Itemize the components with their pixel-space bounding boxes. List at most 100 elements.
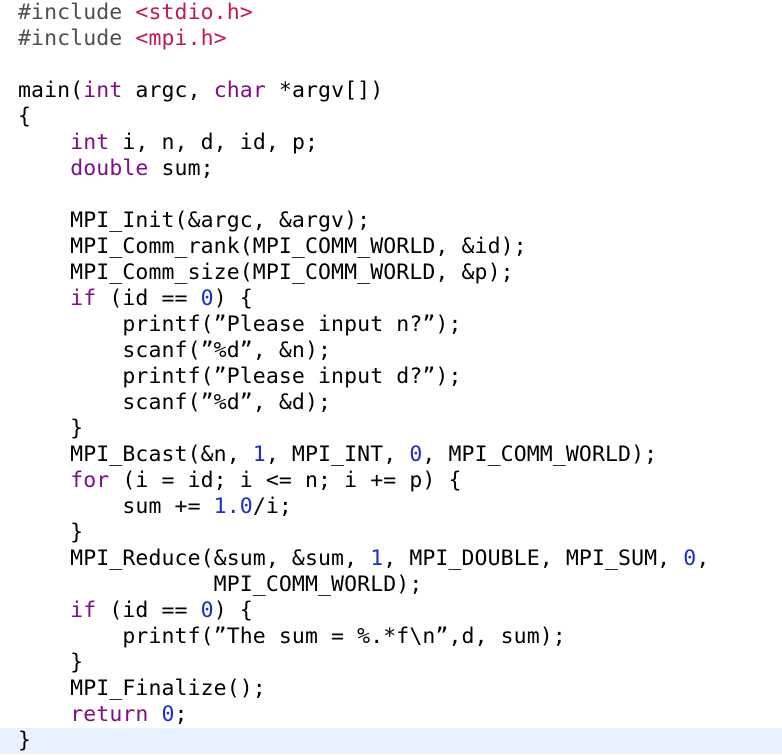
code-line[interactable]: int i, n, d, id, p; [0,130,782,156]
code-token-number: 0 [200,598,214,623]
code-token-number: 0 [409,442,423,467]
code-token-plain: MPI_Reduce(&sum, &sum, [18,546,371,571]
code-token-plain [148,702,161,727]
code-token-plain: (i = id; i <= n; i += p) { [109,468,462,493]
code-line-text: sum += 1.0/i; [18,494,292,520]
code-line-text: MPI_Bcast(&n, 1, MPI_INT, 0, MPI_COMM_WO… [18,442,657,468]
code-token-plain [18,130,70,155]
code-token-directive: #include [18,0,136,25]
code-line-text: main(int argc, char *argv[]) [18,78,383,104]
code-token-plain: MPI_Comm_size(MPI_COMM_WORLD, &p); [18,260,514,285]
code-token-plain: argc, [122,78,214,103]
code-token-plain: MPI_Finalize(); [18,676,266,701]
code-line-text: { [18,104,31,130]
code-token-number: 0 [200,286,214,311]
code-line[interactable]: if (id == 0) { [0,598,782,624]
code-token-number: 1.0 [213,494,253,519]
code-line[interactable]: for (i = id; i <= n; i += p) { [0,468,782,494]
code-line[interactable]: sum += 1.0/i; [0,494,782,520]
code-line[interactable]: #include <stdio.h> [0,0,782,26]
code-token-plain: } [18,650,84,675]
code-token-number: 0 [683,546,697,571]
code-token-plain: printf(”Please input n?”); [18,312,462,337]
code-line[interactable]: double sum; [0,156,782,182]
code-token-plain: , [696,546,710,571]
code-token-keyword: return [70,702,149,727]
code-token-plain: scanf(”%d”, &d); [18,390,332,415]
code-token-plain: { [18,104,32,129]
code-line-text: } [18,520,83,546]
code-line-text: MPI_Comm_size(MPI_COMM_WORLD, &p); [18,260,514,286]
code-line-text: MPI_Comm_rank(MPI_COMM_WORLD, &id); [18,234,527,260]
code-line-text: MPI_COMM_WORLD); [18,572,423,598]
code-line[interactable]: printf(”Please input n?”); [0,312,782,338]
code-line[interactable]: { [0,104,782,130]
code-line[interactable] [0,182,782,208]
code-line[interactable]: #include <mpi.h> [0,26,782,52]
code-line-text: MPI_Reduce(&sum, &sum, 1, MPI_DOUBLE, MP… [18,546,709,572]
code-line[interactable]: } [0,416,782,442]
code-token-plain: printf(”The sum = %.*f\n”,d, sum); [18,624,566,649]
code-token-keyword: int [83,78,123,103]
code-token-plain [18,156,70,181]
code-token-plain: MPI_Comm_rank(MPI_COMM_WORLD, &id); [18,234,527,259]
code-line[interactable]: } [0,650,782,676]
code-token-plain: (id == [96,286,201,311]
code-line-text: #include <stdio.h> [18,0,253,26]
code-line[interactable]: MPI_Finalize(); [0,676,782,702]
code-line[interactable]: scanf(”%d”, &n); [0,338,782,364]
code-line[interactable]: if (id == 0) { [0,286,782,312]
code-token-keyword: double [70,156,149,181]
code-line-text: } [18,416,83,442]
code-line-text: printf(”Please input d?”); [18,364,462,390]
code-line-text: if (id == 0) { [18,598,253,624]
code-line-text: if (id == 0) { [18,286,253,312]
code-token-plain: , MPI_COMM_WORLD); [422,442,658,467]
code-line-text: scanf(”%d”, &d); [18,390,331,416]
code-line[interactable]: MPI_Comm_size(MPI_COMM_WORLD, &p); [0,260,782,286]
code-line[interactable] [0,52,782,78]
code-token-plain: MPI_Bcast(&n, [18,442,253,467]
code-line[interactable]: MPI_Reduce(&sum, &sum, 1, MPI_DOUBLE, MP… [0,546,782,572]
code-token-plain: i, n, d, id, p; [109,130,319,155]
code-token-directive: #include [18,26,136,51]
code-line[interactable]: } [0,728,782,754]
code-token-plain: printf(”Please input d?”); [18,364,462,389]
code-token-plain: /i; [252,494,292,519]
code-line-text: for (i = id; i <= n; i += p) { [18,468,462,494]
code-line-text: } [18,650,83,676]
code-token-keyword: if [70,286,97,311]
code-token-plain: (id == [96,598,201,623]
code-line[interactable]: printf(”Please input d?”); [0,364,782,390]
code-line[interactable]: scanf(”%d”, &d); [0,390,782,416]
code-line[interactable]: MPI_Comm_rank(MPI_COMM_WORLD, &id); [0,234,782,260]
code-line-text: return 0; [18,702,188,728]
code-line-text: #include <mpi.h> [18,26,227,52]
code-line[interactable]: MPI_Init(&argc, &argv); [0,208,782,234]
code-line[interactable]: main(int argc, char *argv[]) [0,78,782,104]
code-token-plain: main( [18,78,84,103]
code-line[interactable]: MPI_COMM_WORLD); [0,572,782,598]
code-token-plain: , MPI_INT, [265,442,410,467]
code-token-keyword: for [70,468,110,493]
code-line[interactable]: return 0; [0,702,782,728]
code-token-plain: ; [174,702,188,727]
code-token-header: <stdio.h> [135,0,253,25]
code-line[interactable]: } [0,520,782,546]
code-token-plain: ) { [213,286,253,311]
code-token-plain [18,286,70,311]
code-token-plain [18,598,70,623]
code-token-plain: *argv[]) [265,78,384,103]
code-line-text: double sum; [18,156,214,182]
code-line-text: int i, n, d, id, p; [18,130,318,156]
code-token-plain: MPI_COMM_WORLD); [18,572,423,597]
code-token-header: <mpi.h> [135,26,227,51]
code-line[interactable]: MPI_Bcast(&n, 1, MPI_INT, 0, MPI_COMM_WO… [0,442,782,468]
code-token-plain: , MPI_DOUBLE, MPI_SUM, [383,546,684,571]
code-line-text: MPI_Finalize(); [18,676,266,702]
code-line[interactable]: printf(”The sum = %.*f\n”,d, sum); [0,624,782,650]
code-token-keyword: int [70,130,110,155]
code-line-text: MPI_Init(&argc, &argv); [18,208,370,234]
code-token-plain: } [18,520,84,545]
